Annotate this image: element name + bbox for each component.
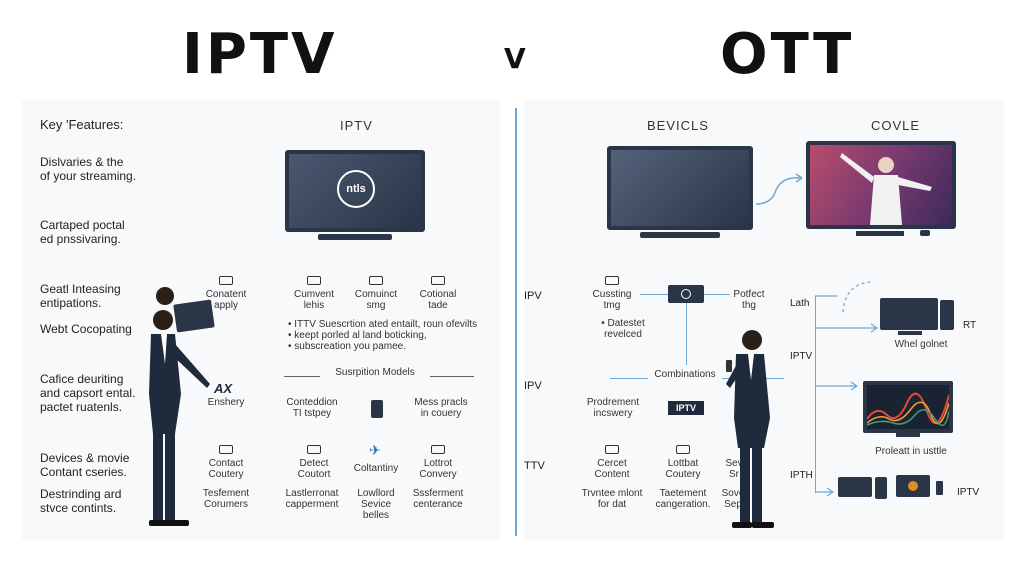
chart-tv-stand xyxy=(896,433,920,437)
row-label-ipv-2: IPV xyxy=(524,380,542,392)
proleatt-label: Proleatt in usttle xyxy=(875,446,947,457)
plane-icon: ✈ xyxy=(369,442,381,458)
row3-item-1: Contact Coutery xyxy=(208,458,244,480)
bullet-3: • subscreation you pamee. xyxy=(288,341,407,352)
covle-header: COVLE xyxy=(871,118,921,133)
row1-item-3: Comuinct smg xyxy=(354,289,398,311)
mail-icon xyxy=(369,276,383,285)
node-cussting: Cussting tmg xyxy=(592,289,632,311)
screen-icon xyxy=(431,445,445,454)
key-features-heading: Key 'Features: xyxy=(40,117,124,132)
ott-tv-blank xyxy=(607,146,753,230)
combinations-label: Combinations xyxy=(648,369,722,380)
row3-item-3: Coltantiny xyxy=(353,463,399,474)
side-label-1: Dislvaries & the of your streaming. xyxy=(40,155,137,183)
datestet-label: • Datestet revelced xyxy=(601,318,645,340)
content-icon xyxy=(605,445,619,454)
device-phone xyxy=(936,481,943,495)
iptv-tv-stand xyxy=(318,234,392,240)
r-row4-item-1: Trvntee mlont for dat xyxy=(581,488,643,510)
row4-item-2: Lastlerronat capperment xyxy=(285,488,339,510)
envelope-icon xyxy=(307,445,321,454)
ott-video-stand xyxy=(856,231,904,236)
tree-label-lath: Lath xyxy=(790,298,810,309)
whel-label: Whel golnet xyxy=(894,339,948,350)
tablet-icon xyxy=(676,445,690,454)
iptv-badge: IPTV xyxy=(668,401,704,415)
row4-item-1: Tesfement Corumers xyxy=(202,488,250,510)
device-desktop xyxy=(838,477,872,497)
chat-icon xyxy=(431,276,445,285)
router-icon xyxy=(605,276,619,285)
row2-item-2: Conteddion TI tstpey xyxy=(286,397,338,419)
businessman-left xyxy=(149,287,215,526)
row2-item-1: Enshery xyxy=(207,397,245,408)
chart-tv xyxy=(863,381,953,433)
settop-box xyxy=(668,285,704,303)
device-monitor xyxy=(896,475,930,497)
monitor-side xyxy=(940,300,954,330)
side-label-6: Devices & movie Contant cseries. xyxy=(40,451,130,479)
node-line-2 xyxy=(704,294,730,295)
ott-tv-video xyxy=(806,141,956,229)
rt-label: RT xyxy=(963,320,977,331)
list-icon xyxy=(307,276,321,285)
side-label-3: Geatl Inteasing entipations. xyxy=(40,282,121,310)
tree-label-ipth: IPTH xyxy=(790,470,813,481)
row1-item-4: Cotional tade xyxy=(419,289,457,311)
subscription-models-label: Susrpition Models xyxy=(320,367,430,378)
title-ott: OTT xyxy=(720,22,855,87)
tv-logo: ntls xyxy=(337,170,375,208)
row2-item-3: Mess pracls in couery xyxy=(414,397,468,419)
side-label-5: Cafice deuriting and capsort ental. pact… xyxy=(40,372,136,414)
title-vs: V xyxy=(504,42,526,75)
ax-icon: AX xyxy=(214,381,233,396)
title-iptv: IPTV xyxy=(182,22,338,87)
row3-item-4: Lottrot Convery xyxy=(419,458,457,480)
r-row4-item-3: Sove Sep xyxy=(721,488,745,510)
tree-trunk xyxy=(815,296,816,493)
r-row3-item-3: Sev Sr xyxy=(725,458,743,480)
prodrement-label: Prodrement incswery xyxy=(586,397,640,419)
row-label-ipv-1: IPV xyxy=(524,290,542,302)
iptv-tv: ntls xyxy=(285,150,425,232)
bullet-2: • keept porled al land boticking, xyxy=(288,330,427,341)
speaker-small xyxy=(920,230,930,236)
device-tower xyxy=(875,477,887,499)
curve-arrow-right xyxy=(755,173,803,205)
tree-branches xyxy=(815,281,879,497)
bullet-1: • ITTV Suescrtion ated entailt, roun ofe… xyxy=(288,319,478,330)
r-row4-item-2: Taetement cangeration. xyxy=(655,488,711,510)
center-divider xyxy=(515,108,517,536)
vertical-link xyxy=(686,303,687,365)
side-label-4: Webt Cocopating xyxy=(40,322,132,336)
row-label-ttv: TTV xyxy=(524,460,545,472)
iptv-tail-label: IPTV xyxy=(957,487,980,498)
row1-item-1: Conatent apply xyxy=(205,289,247,311)
row3-item-2: Detect Coutort xyxy=(297,458,331,480)
node-potfect: Potfect thg xyxy=(733,289,765,311)
r-row3-item-1: Cercet Content xyxy=(594,458,630,480)
contact-icon xyxy=(219,445,233,454)
app-icon xyxy=(219,276,233,285)
row1-item-2: Cumvent lehis xyxy=(293,289,334,311)
iptv-header: IPTV xyxy=(340,118,373,133)
devices-header: BEVICLS xyxy=(647,118,709,133)
performer-figure xyxy=(840,153,932,225)
tree-label-iptv: IPTV xyxy=(790,351,813,362)
row4-item-3: Lowllord Sevice belles xyxy=(357,488,395,521)
side-label-2: Cartaped poctal ed pnssivaring. xyxy=(40,218,125,246)
businessman-right xyxy=(726,330,774,528)
row4-item-4: Sssferment centerance xyxy=(412,488,464,510)
wave-chart-graphic xyxy=(867,385,949,429)
monitor-stand xyxy=(898,331,922,335)
node-line-1 xyxy=(640,294,670,295)
ott-tv-stand xyxy=(640,232,720,238)
monitor-pair xyxy=(880,298,938,330)
side-label-7: Destrinding ard stvce contints. xyxy=(40,487,122,515)
phone-icon xyxy=(371,400,383,418)
r-row3-item-2: Lottbat Coutery xyxy=(665,458,701,480)
